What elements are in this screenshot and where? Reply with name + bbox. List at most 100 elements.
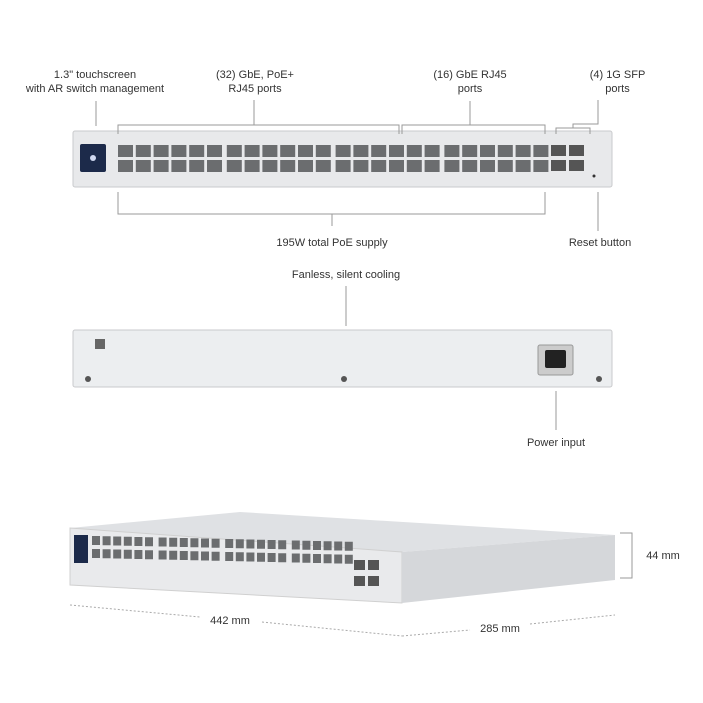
rj45-port [334,541,343,551]
rj45-port [135,160,151,172]
rj45-port-group [118,145,549,172]
reset-button [592,174,596,178]
rj45-port [323,554,332,564]
rj45-port [169,537,178,547]
rj45-port [462,160,478,172]
height-dimension: 44 mm [646,550,680,562]
rj45-port [189,145,205,157]
rj45-port [353,160,369,172]
rj45-port [298,145,313,157]
rj45-port [189,160,205,172]
rj45-port [145,537,153,547]
rj45-port [207,160,222,172]
rj45-port [424,160,440,172]
rj45-port [462,145,478,157]
rj45-port [291,540,300,550]
rj45-port [92,536,100,545]
rj45-port [302,553,311,563]
rj45-port [134,550,143,559]
rj45-port [244,145,260,157]
rj45-port [533,160,549,172]
rj45-port [371,160,387,172]
rj45-port [298,160,313,172]
rj45-port [225,552,234,561]
rj45-port [118,160,133,172]
rj45-port [257,552,265,562]
rj45-port [158,550,167,560]
rj45-port [278,540,287,550]
rj45-port [313,541,321,550]
rj45-port [444,145,460,157]
rj45-port [134,537,143,546]
rj45-port [171,145,187,157]
rj45-port [246,539,255,549]
rj45-port [113,549,122,559]
poe-supply-label: 195W total PoE supply [276,237,388,249]
sfp-port [354,560,365,570]
sfp-port-group [551,145,584,171]
sfp-port [569,160,584,171]
rj45-port [267,553,276,562]
rj45-port [201,551,209,561]
rj45-port [190,538,199,548]
rj45-port [235,539,244,549]
sfp-port [368,560,379,570]
rj45-port [158,537,167,547]
rj45-port [235,552,244,562]
rj45-port [406,160,422,172]
rj45-port [113,536,122,546]
rj45-port [102,549,111,559]
rj45-port [225,539,234,548]
rj45-port [344,541,353,551]
rj45-port [515,160,531,172]
rj45-port [335,145,351,157]
rj45-port [179,538,188,547]
rj45-port [262,160,278,172]
rj45-port [315,160,331,172]
rj45-port [371,145,387,157]
rj45-port [533,145,549,157]
rj45-port [201,538,209,548]
cooling-label: Fanless, silent cooling [291,269,401,281]
rj45-port [169,550,178,560]
power-socket [545,350,566,368]
rj45-port [291,553,300,563]
rj45-port [389,145,404,157]
rj45-port [153,145,169,157]
sfp-port [569,145,584,156]
rj45-port [123,549,132,559]
rj45-port [406,145,422,157]
sfp-port [368,576,379,586]
rj45-port [424,145,440,157]
rj45-port [226,145,242,157]
rj45-port [323,541,332,551]
rj45-port [444,160,460,172]
depth-dimension: 285 mm [480,623,520,635]
sfp-port [354,576,365,586]
front-panel [72,130,613,188]
rj45-port [353,145,369,157]
rj45-port [211,538,220,548]
width-dimension: 442 mm [210,615,250,627]
rj45-port [118,145,133,157]
rj45-port [257,539,265,549]
power-input-label: Power input [526,437,586,449]
rj45-port [246,552,255,562]
rj45-port [123,536,132,546]
rj45-port [171,160,187,172]
rj45-port [135,145,151,157]
rj45-port [145,550,153,560]
poe-ports-label: (32) GbE, PoE+RJ45 ports [216,69,294,95]
qr-code [95,339,105,349]
rj45-port [313,554,321,563]
rj45-port [153,160,169,172]
rj45-port [335,160,351,172]
rj45-port [497,145,513,157]
sfp-port [551,145,566,156]
rj45-port [102,536,111,546]
rj45-port [344,554,353,564]
rj45-port [389,160,404,172]
